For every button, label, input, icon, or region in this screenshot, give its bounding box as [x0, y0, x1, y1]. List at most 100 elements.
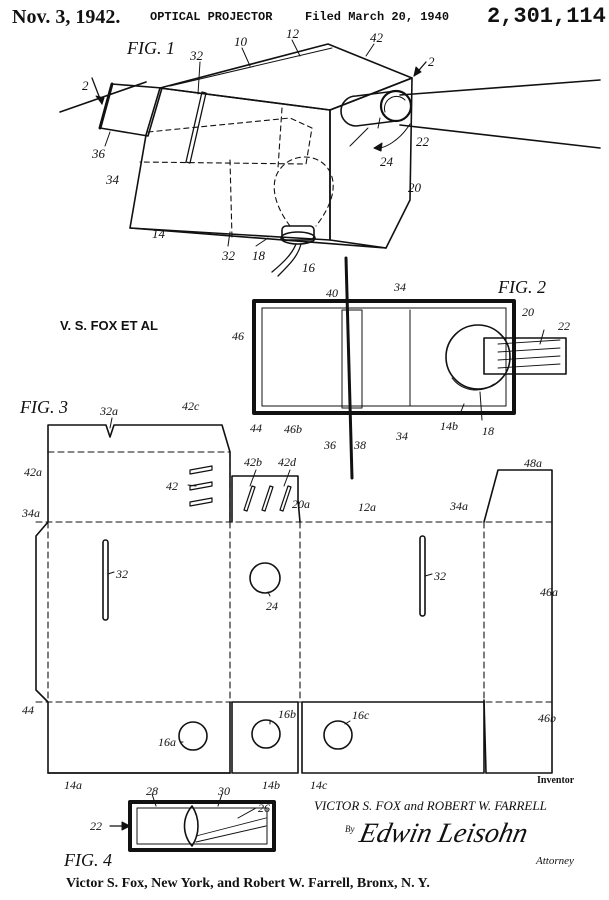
fig4-light-ray-1: [195, 817, 267, 837]
fig1-leaders: [104, 39, 381, 247]
fig1-ref-18: 18: [252, 248, 266, 263]
fig1-lamp-socket: [281, 225, 315, 241]
fig2-ref-20: 20: [522, 305, 534, 319]
fig1-lamp-bulb: [273, 156, 334, 227]
fig2-leaders: [459, 329, 545, 421]
fig2-projector-section: [252, 256, 567, 480]
fig1-condenser-tube-end: [379, 89, 413, 123]
inventors-footer: Victor S. Fox, New York, and Robert W. F…: [66, 876, 430, 891]
fig3-top-flap-outline: [47, 424, 231, 523]
fig4-ref-28: 28: [146, 784, 158, 798]
fig3-title: FIG. 3: [19, 397, 68, 417]
fig3-fold-lines: [35, 451, 553, 703]
fig3-ref-34a-left: 34a: [21, 506, 40, 520]
fig2-title: FIG. 2: [497, 277, 546, 297]
fig4-ref-22: 22: [90, 819, 102, 833]
fig1-ref-2b: 2: [428, 54, 435, 69]
fig1-projector-perspective: [59, 39, 601, 277]
fig3-ref-44: 44: [22, 703, 34, 717]
fig1-lens-rim: [98, 82, 114, 130]
fig2-slide-guide: [341, 309, 363, 409]
attorney-label: Attorney: [536, 855, 574, 867]
fig2-tube-shade-4: [497, 363, 561, 369]
fig3-bottom-panel-c: [301, 701, 485, 774]
fig3-blank-layout: [35, 417, 553, 774]
fig2-ref-38: 38: [353, 438, 366, 452]
fig3-ref-42: 42: [166, 479, 178, 493]
applicant-name: V. S. FOX ET AL: [60, 318, 159, 333]
fig1-hidden-bottom-line: [229, 159, 233, 239]
fig3-ref-32-right: 32: [433, 569, 446, 583]
fig2-box-wall: [252, 299, 516, 415]
fig2-ref-46: 46: [232, 329, 244, 343]
fig4-tube-wall: [128, 800, 276, 852]
fig3-ref-46a: 46a: [540, 585, 558, 599]
fig1-hidden-slide-frame: [139, 117, 313, 165]
fig1-ref-20: 20: [408, 180, 422, 195]
fig1-ref-2a: 2: [82, 78, 89, 93]
patent-date: Nov. 3, 1942.: [12, 6, 121, 28]
fig2-box-inner-wall: [261, 307, 507, 407]
fig4-title: FIG. 4: [63, 850, 112, 870]
fig1-ref-24: 24: [380, 154, 394, 169]
fig3-ref-14b: 14b: [262, 778, 280, 792]
fig4-tube-inner: [136, 807, 268, 845]
fig1-reference-numerals: FIG. 1 2 2 10 12 42 32 36 34 22 24 20 14…: [82, 26, 435, 275]
fig3-ref-32a: 32a: [99, 404, 118, 418]
fig3-hole-16c: [323, 720, 353, 750]
fig1-ref-12: 12: [286, 26, 300, 41]
fig1-ray-left: [59, 81, 147, 113]
fig1-arrowhead-left: [95, 95, 105, 105]
fig2-ref-14b: 14b: [440, 419, 458, 433]
fig3-ref-42a: 42a: [24, 465, 42, 479]
fig3-ref-34a-right: 34a: [449, 499, 468, 513]
fig3-reference-numerals: FIG. 3 32a 42c 42a 42 42b 42d 48a 34a 20…: [19, 397, 558, 792]
fig1-ray-right-lower: [399, 124, 601, 149]
fig3-ref-24: 24: [266, 599, 278, 613]
fig3-hole-16b: [251, 719, 281, 749]
fig2-ref-44: 44: [250, 421, 262, 435]
fig3-vent-slots-42d: [243, 485, 292, 512]
fig1-ref-16: 16: [302, 260, 316, 275]
fig1-ref-10: 10: [234, 34, 248, 49]
fig1-box-bottom-edge: [129, 227, 387, 249]
fig1-slide-slot: [185, 91, 207, 164]
patent-number: 2,301,114: [487, 4, 606, 29]
fig1-hidden-slot: [277, 107, 283, 169]
fig2-ref-46b: 46b: [284, 422, 302, 436]
fig1-title: FIG. 1: [126, 38, 175, 58]
fig3-edge-c-d: [483, 699, 487, 774]
fig4-leaders: [151, 793, 257, 819]
fig1-arrowhead-right: [413, 66, 422, 77]
fig2-ref-34-top: 34: [393, 280, 406, 294]
patent-title: OPTICAL PROJECTOR: [150, 10, 273, 24]
fig1-ref-36: 36: [91, 146, 106, 161]
fig4-ref-30: 30: [217, 784, 230, 798]
fig2-ref-22: 22: [558, 319, 570, 333]
fig3-ref-42d: 42d: [278, 455, 297, 469]
fig2-reference-numerals: FIG. 2 40 34 20 22 46 44 46b 36 38 34 14…: [232, 277, 570, 452]
fig3-ref-32-left: 32: [115, 567, 128, 581]
fig1-box-top-flap: [169, 47, 333, 87]
inventors-handwritten: VICTOR S. FOX and ROBERT W. FARRELL: [314, 798, 547, 813]
fig3-ref-20a: 20a: [292, 497, 310, 511]
fig3-ref-12a: 12a: [358, 500, 376, 514]
fig2-ref-36: 36: [323, 438, 336, 452]
fig2-lamp-reflector: [451, 377, 495, 391]
fig3-ref-14a: 14a: [64, 778, 82, 792]
fig3-vent-slots-42: [189, 465, 213, 507]
fig2-tube-shade-2: [497, 347, 561, 353]
fig2-ref-18: 18: [482, 424, 494, 438]
fig3-slide-slot-right: [419, 535, 426, 617]
fig3-ref-42b: 42b: [244, 455, 262, 469]
fig4-condenser-section: [109, 793, 276, 852]
fig4-ref-26: 26: [258, 801, 270, 815]
fig1-ref-42: 42: [370, 30, 384, 45]
fig2-ref-34-bottom: 34: [395, 429, 408, 443]
fig1-lamp-base: [280, 231, 316, 245]
fig2-slide-carrier: [344, 256, 354, 480]
fig2-lamp: [445, 324, 511, 390]
fig2-condenser-tube: [483, 337, 567, 375]
